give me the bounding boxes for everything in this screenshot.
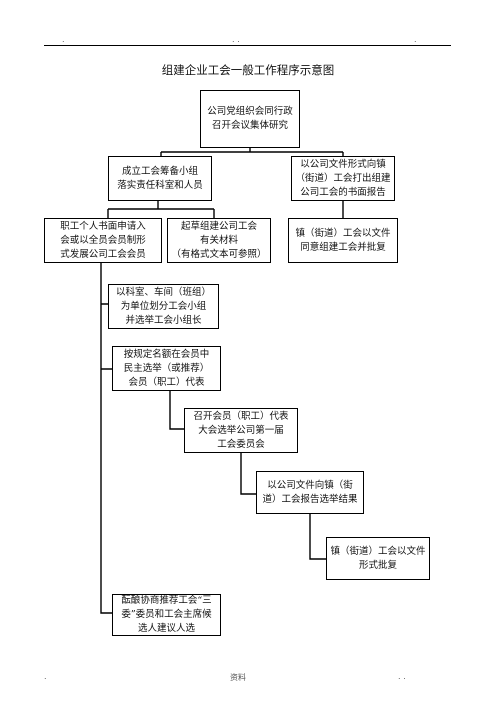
header-dot-left: . (62, 35, 65, 44)
header-dot-mid: . . (232, 35, 240, 44)
box-union-groups: 以科室、车间（班组）为单位划分工会小组并选举工会小组长 (108, 284, 219, 329)
box-report-to-town: 以公司文件形式向镇（街道）工会打出组建公司工会的书面报告 (291, 156, 395, 201)
connector-b8-b9 (169, 391, 184, 430)
footer-dot-right: . . (398, 672, 406, 681)
header-rule (44, 45, 451, 46)
box-nominate-candidates: 酝酿协商推荐工会“三委”委员和工会主席候选人建议人选 (112, 594, 221, 636)
connector-b2-split (107, 201, 215, 218)
box-congress-election: 召开会员（职工）代表大会选举公司第一届工会委员会 (184, 408, 298, 453)
box-prep-group: 成立工会筹备小组落实责任科室和人员 (108, 156, 212, 201)
footer-center-label: 资料 (230, 673, 246, 682)
box-draft-materials: 起草组建公司工会有关材料（有格式文本可参照） (167, 218, 271, 263)
page-title: 组建企业工会一般工作程序示意图 (161, 63, 335, 77)
box-member-application: 职工个人书面申请入会或以全员会员制形式发展公司工会会员 (44, 218, 162, 263)
box-town-reply: 镇（街道）工会以文件形式批复 (326, 537, 430, 580)
footer-dot-left: . (44, 672, 47, 681)
box-town-approval: 镇（街道）工会以文件同意组建工会并批复 (288, 218, 398, 263)
box-elect-representatives: 按规定名额在会员中民主选举（或推荐）会员（职工）代表 (112, 346, 221, 391)
box-report-results: 以公司文件向镇（街道）工会报告选举结果 (256, 471, 364, 514)
connector-b9-b10 (240, 453, 256, 495)
connector-spine (100, 263, 112, 614)
header-dot-right: . (414, 35, 417, 44)
connector-b1-split (160, 148, 344, 156)
connector-b10-b11 (309, 514, 326, 560)
box-party-meeting: 公司党组织会同行政召开会议集体研究 (200, 90, 300, 148)
